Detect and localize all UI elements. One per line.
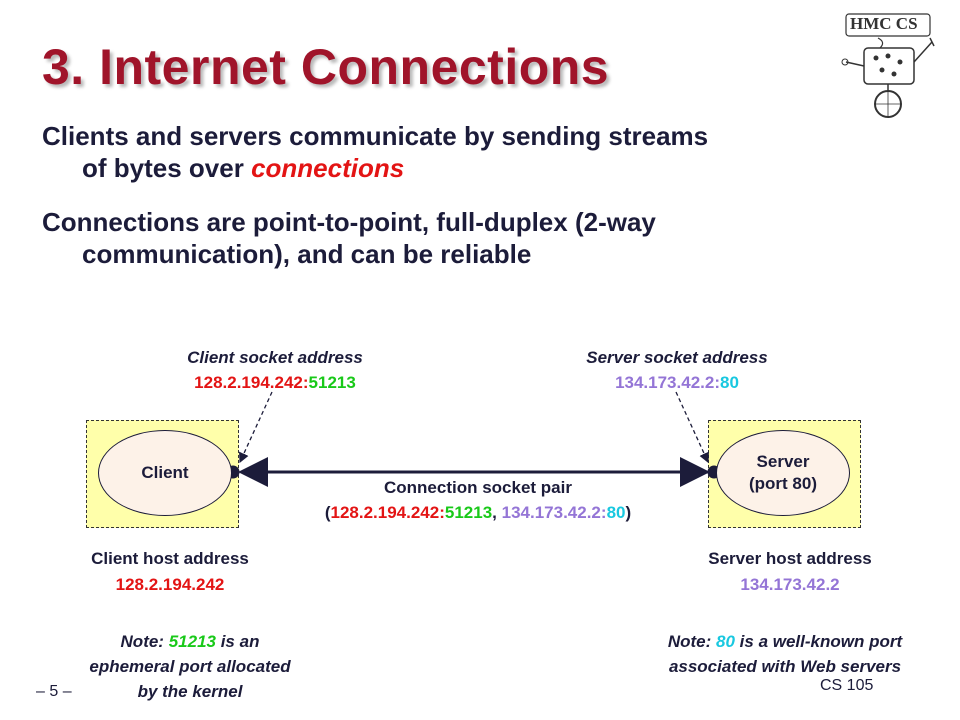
- client-socket-pointer: [239, 391, 273, 464]
- server-label: Server (port 80): [749, 451, 817, 495]
- client-label: Client: [141, 463, 189, 482]
- client-note-line-3: by the kernel: [137, 682, 243, 701]
- client-socket-colon: :: [302, 373, 309, 392]
- page-number: – 5 –: [36, 683, 72, 700]
- slide-title: 3. Internet Connections: [42, 39, 610, 95]
- client-host-label: Client host address: [91, 549, 249, 568]
- client-note-port: 51213: [168, 632, 216, 651]
- pair-server-port: 80: [606, 503, 626, 522]
- bullet-1-line-2: of bytes over connections: [42, 152, 708, 184]
- bullet-2-line-1: Connections are point-to-point, full-dup…: [42, 207, 656, 237]
- pair-server-colon: :: [600, 503, 607, 522]
- server-note-post: is a well-known port: [734, 632, 903, 651]
- server-label-line-1: Server: [756, 452, 810, 471]
- server-host-ip: 134.173.42.2: [740, 575, 840, 594]
- pair-server-ip: 134.173.42.2: [501, 503, 601, 522]
- pair-close: ): [625, 503, 632, 522]
- client-process: Client: [98, 430, 232, 516]
- server-note-line-2: associated with Web servers: [668, 657, 902, 676]
- client-note-pre: Note:: [120, 632, 169, 651]
- server-note-pre: Note:: [667, 632, 717, 651]
- client-note-line-2: ephemeral port allocated: [89, 657, 291, 676]
- client-socket-port: 51213: [308, 373, 356, 392]
- pair-client-colon: :: [439, 503, 445, 522]
- server-socket-address: 134.173.42.2:80: [542, 373, 812, 393]
- client-socket-address: 128.2.194.242:51213: [140, 373, 410, 393]
- pair-client-ip: 128.2.194.242: [330, 503, 440, 522]
- client-note: Note: 51213 is an ephemeral port allocat…: [40, 629, 340, 704]
- server-socket-pointer: [675, 391, 709, 464]
- server-host-label: Server host address: [708, 549, 872, 568]
- bullet-1: Clients and servers communicate by sendi…: [42, 120, 708, 184]
- server-label-line-2: (port 80): [749, 474, 817, 493]
- client-socket-label: Client socket address: [187, 348, 363, 367]
- bullet-2-line-2: communication), and can be reliable: [82, 239, 532, 269]
- hmc-cs-logo: HMC CS: [841, 13, 935, 118]
- server-note: Note: 80 is a well-known port associated…: [620, 629, 950, 679]
- pair-open: (: [324, 503, 331, 522]
- server-note-port: 80: [716, 632, 735, 651]
- bullet-2: Connections are point-to-point, full-dup…: [42, 206, 656, 270]
- pair-separator: ,: [492, 503, 502, 522]
- server-socket-port: 80: [720, 373, 739, 392]
- connections-emphasis: connections: [251, 153, 405, 183]
- bullet-1-line-1: Clients and servers communicate by sendi…: [42, 121, 709, 151]
- pair-client-port: 51213: [444, 503, 493, 522]
- server-process: Server (port 80): [716, 430, 850, 516]
- client-note-post: is an: [215, 632, 260, 651]
- bullet-1-text: of bytes over: [82, 153, 252, 183]
- socket-pair-value: (128.2.194.242:51213, 134.173.42.2:80): [250, 503, 706, 523]
- client-host-ip: 128.2.194.242: [115, 575, 225, 594]
- course-label: CS 105: [820, 677, 874, 694]
- client-socket-ip: 128.2.194.242: [194, 373, 303, 392]
- server-socket-colon: :: [714, 373, 720, 392]
- server-socket-ip: 134.173.42.2: [615, 373, 715, 392]
- socket-pair-label: Connection socket pair: [384, 478, 572, 497]
- server-socket-label: Server socket address: [586, 348, 768, 367]
- logo-text: HMC CS: [850, 14, 918, 33]
